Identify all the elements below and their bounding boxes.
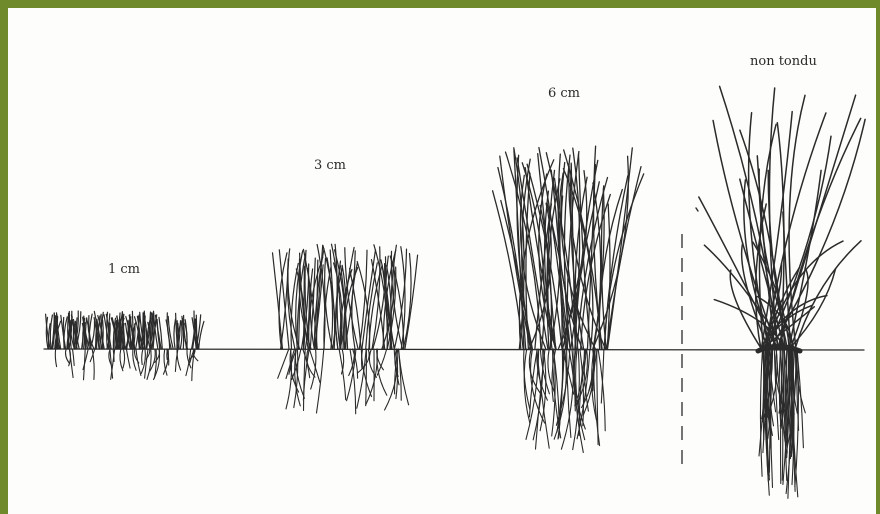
root — [65, 349, 69, 364]
root — [177, 349, 181, 370]
root — [559, 349, 565, 438]
root — [55, 349, 56, 367]
plant-cut-6cm — [493, 146, 644, 452]
grass-blade — [178, 323, 179, 349]
plant-cut-1cm — [46, 311, 204, 381]
root — [399, 349, 409, 405]
root — [123, 349, 125, 368]
root — [377, 349, 387, 395]
plant-uncut — [699, 86, 865, 498]
root — [120, 349, 123, 371]
label-uncut: non tondu — [750, 54, 817, 69]
root — [126, 349, 130, 368]
label-6cm: 6 cm — [548, 86, 580, 101]
root — [339, 349, 346, 400]
label-3cm: 3 cm — [314, 158, 346, 173]
dashed-divider — [682, 208, 698, 470]
root — [524, 349, 530, 409]
root — [286, 349, 292, 409]
root — [774, 349, 778, 440]
root — [317, 349, 324, 413]
label-1cm: 1 cm — [108, 262, 140, 277]
grass-blade — [174, 319, 176, 349]
grass-blade — [304, 266, 305, 349]
divider-mark — [696, 208, 698, 211]
root — [92, 349, 94, 380]
root — [84, 349, 86, 380]
grass-cutting-height-diagram: 1 cm 3 cm 6 cm non tondu — [8, 8, 880, 514]
root — [69, 349, 71, 366]
root — [142, 349, 143, 365]
plant-cut-3cm — [273, 244, 418, 414]
root — [73, 349, 75, 366]
grass-blade — [779, 118, 861, 349]
grass-blade — [362, 250, 376, 349]
